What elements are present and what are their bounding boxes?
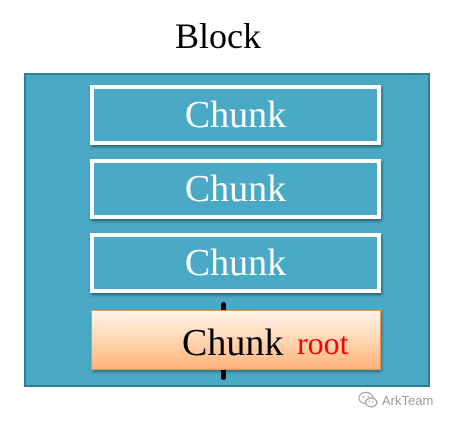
root-connector-bottom: [221, 366, 226, 380]
chunk-label-2: Chunk: [184, 168, 287, 210]
watermark-text: ArkTeam: [382, 392, 434, 408]
wechat-icon: [358, 391, 378, 408]
chunk-label-1: Chunk: [184, 94, 287, 136]
chunk-box-1: Chunk: [90, 85, 381, 145]
watermark: ArkTeam: [358, 390, 433, 410]
chunk-box-3: Chunk: [90, 233, 381, 293]
chunk-label-3: Chunk: [184, 242, 287, 284]
chunk-box-2: Chunk: [90, 159, 381, 219]
root-connector-top: [221, 302, 226, 314]
root-tag: root: [297, 325, 349, 361]
block-title: Block: [175, 16, 261, 56]
root-chunk-box: Chunk root: [91, 310, 381, 370]
root-chunk-label: Chunk: [182, 322, 284, 364]
